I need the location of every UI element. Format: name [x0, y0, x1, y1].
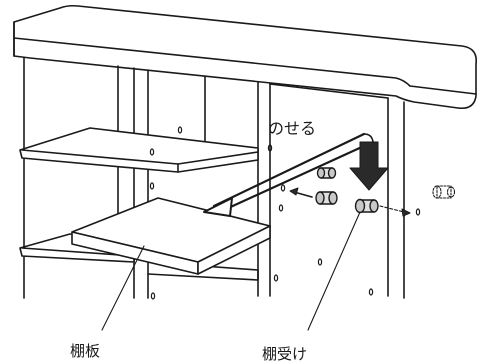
action-label: のせる	[268, 119, 316, 138]
place-arrow-down	[349, 133, 389, 191]
shelf-board-label: 棚板	[70, 342, 100, 360]
pin-holes	[149, 126, 421, 300]
place-arrow-diagonal	[203, 132, 366, 217]
shelf-support-pin-front	[354, 198, 379, 214]
shelf-support-pin-upper	[316, 167, 337, 179]
shelf-support-pin-middle	[315, 191, 338, 205]
cabinet-body	[23, 57, 405, 299]
pin-insert-arrow-middle	[289, 187, 313, 198]
cabinet-top-board	[13, 4, 478, 110]
upper-shelf-left	[19, 127, 259, 173]
shelf-board-leader-line	[101, 245, 145, 331]
shelf-support-leader-line	[307, 211, 361, 331]
pin-insert-arrow-right	[379, 205, 411, 217]
shelf-board	[71, 197, 271, 275]
shelf-support-label: 棚受け	[262, 345, 307, 363]
shelf-support-pin-detached	[432, 185, 456, 199]
